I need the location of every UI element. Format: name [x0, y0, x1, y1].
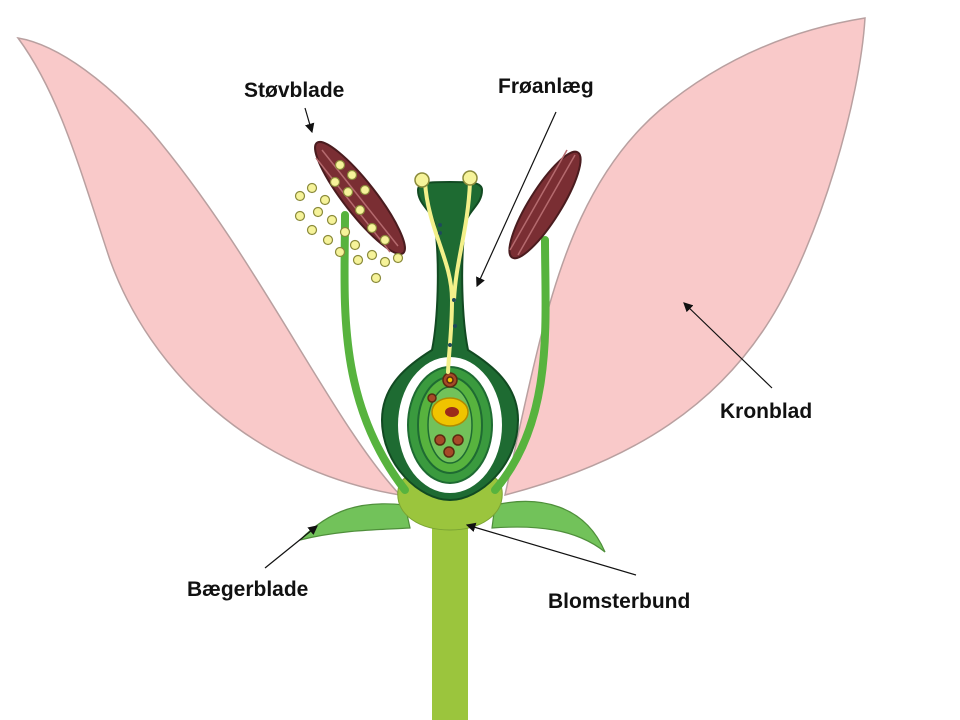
stigma-pollen-left: [414, 172, 430, 188]
stamen-pointer: [304, 107, 315, 134]
pistil-pointer: [476, 111, 557, 288]
left-filament: [340, 211, 409, 494]
right-sepal: [491, 500, 606, 553]
petal-label: Kronblad: [720, 400, 812, 423]
ovary-cells: [427, 372, 464, 458]
left-petal: [16, 36, 403, 497]
sperm-cells: [438, 223, 457, 347]
egg-cell: [445, 407, 459, 417]
right-petal: [504, 17, 866, 497]
petal-pointer: [683, 302, 773, 389]
right-filament: [491, 236, 550, 494]
pollen-tube: [423, 180, 455, 374]
stem: [432, 505, 468, 720]
left-anther: [314, 140, 406, 256]
pollen-tube-right: [452, 180, 472, 302]
stamen-label: Støvblade: [244, 79, 344, 102]
pistil-label: Frøanlæg: [498, 75, 594, 98]
sepal-pointer: [264, 525, 318, 569]
right-anther: [508, 149, 582, 260]
stigma-pollen-right: [462, 170, 478, 186]
pollen-grains: [294, 159, 404, 284]
receptacle-label: Blomsterbund: [548, 590, 690, 613]
left-sepal: [298, 503, 411, 542]
receptacle-pointer: [465, 522, 637, 576]
sepal-label: Bægerblade: [187, 578, 308, 601]
